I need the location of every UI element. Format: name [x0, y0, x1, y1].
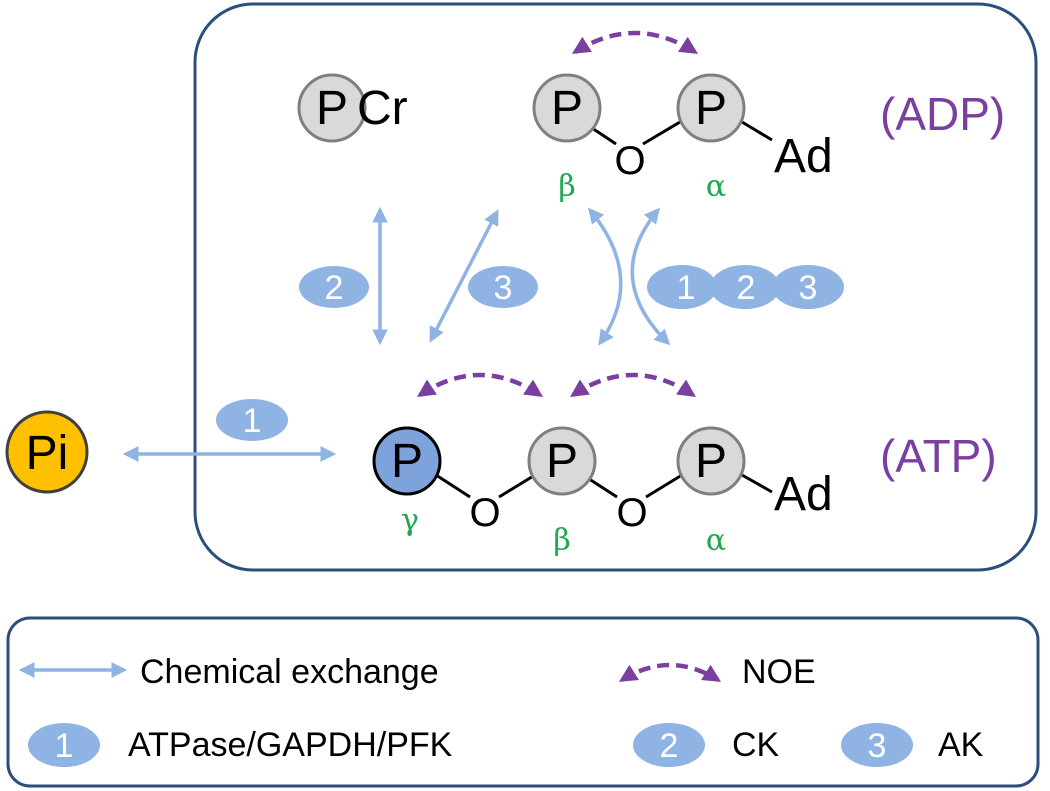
legend-enzyme2-label: CK — [732, 726, 780, 764]
legend-badge-1-number: 1 — [55, 727, 74, 765]
atp-p-beta-label: P — [546, 435, 578, 488]
atp-alpha-label: α — [706, 523, 726, 558]
exchange-arrow-adp-alpha-atp-alpha — [630, 207, 671, 346]
adp-p-alpha-atom — [676, 73, 746, 143]
badge-ak: 3 — [468, 266, 538, 308]
pcr-molecule: P Cr — [297, 73, 408, 143]
adp-molecule: P P O Ad β α (ADP) — [532, 73, 1005, 204]
pi-label: Pi — [26, 427, 69, 480]
badge-ck: 2 — [299, 266, 369, 308]
atp-ad-label: Ad — [774, 468, 833, 521]
atp-bond — [645, 473, 683, 499]
adp-p-beta-label: P — [551, 82, 583, 135]
badge-group-number-2: 2 — [737, 269, 756, 307]
atp-p-gamma-atom — [372, 426, 442, 496]
badge-atpase-pi: 1 — [216, 399, 288, 441]
legend-exchange-label: Chemical exchange — [140, 653, 439, 691]
badge-group-number-3: 3 — [799, 269, 818, 307]
atp-p-alpha-atom — [676, 426, 746, 496]
adp-o-label: O — [614, 139, 645, 183]
adp-bond — [642, 120, 681, 146]
adp-ad-label: Ad — [774, 130, 833, 183]
atp-p-beta-atom — [527, 426, 597, 496]
atp-noe-arrow-beta-alpha — [570, 372, 696, 397]
badge-ak-number: 3 — [494, 269, 513, 307]
adp-noe-arrow — [571, 30, 699, 54]
badge-group-123: 1 2 3 — [647, 265, 844, 309]
legend-badge-1: 1 — [28, 723, 100, 767]
legend-enzyme1-label: ATPase/GAPDH/PFK — [128, 726, 453, 764]
legend-badge-3: 3 — [841, 723, 913, 767]
legend-badge-2-number: 2 — [660, 727, 679, 765]
legend-box — [6, 616, 1040, 788]
legend-noe-arrow — [618, 662, 722, 682]
adp-beta-label: β — [558, 169, 575, 204]
adp-p-alpha-label: P — [695, 82, 727, 135]
atp-molecule: P P P O O Ad γ β α (ATP) — [372, 426, 997, 558]
atp-beta-label: β — [553, 523, 570, 558]
atp-noe-arrow-gamma-beta — [417, 372, 543, 397]
atp-bond — [498, 473, 536, 499]
pcr-cr-label: Cr — [357, 82, 408, 135]
adp-p-beta-atom — [532, 73, 602, 143]
atp-p-alpha-label: P — [695, 435, 727, 488]
pcr-p-atom — [297, 73, 367, 143]
pi-molecule: Pi — [5, 410, 89, 494]
badge-ck-number: 2 — [325, 269, 344, 307]
atp-o1-label: O — [469, 491, 500, 535]
reaction-box — [193, 2, 1038, 572]
atp-p-gamma-label: P — [391, 435, 423, 488]
atp-o2-label: O — [616, 491, 647, 535]
exchange-arrow-adp-beta-atp-gamma — [429, 209, 499, 343]
atp-gamma-label: γ — [401, 503, 419, 538]
adp-bond — [741, 120, 773, 142]
legend-noe-label: NOE — [742, 653, 816, 691]
atp-name-label: (ATP) — [880, 430, 997, 482]
pcr-p-label: P — [316, 82, 348, 135]
badge-atpase-pi-number: 1 — [243, 402, 262, 440]
exchange-arrow-adp-beta-atp-beta — [587, 207, 623, 346]
atp-bond — [741, 473, 773, 494]
legend-enzyme3-label: AK — [938, 726, 984, 764]
legend-badge-3-number: 3 — [868, 727, 887, 765]
adp-alpha-label: α — [706, 169, 726, 204]
legend-badge-2: 2 — [633, 723, 705, 767]
adp-name-label: (ADP) — [880, 88, 1005, 140]
pi-atom — [5, 410, 89, 494]
atp-bond — [435, 473, 471, 499]
badge-group-number-1: 1 — [677, 269, 696, 307]
